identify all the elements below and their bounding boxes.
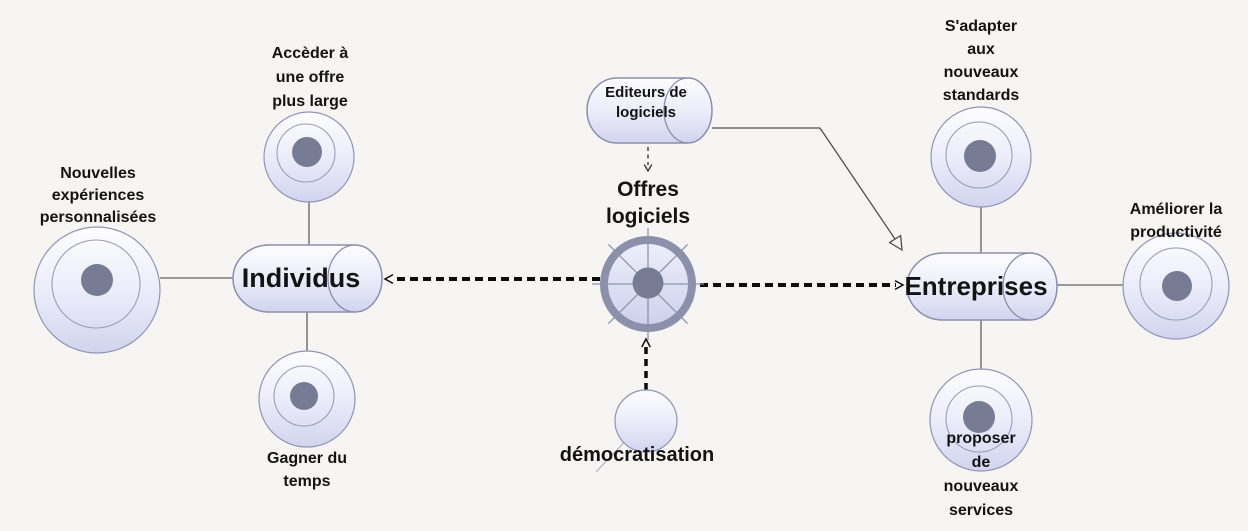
center-dot xyxy=(81,264,113,296)
label-line: logiciels xyxy=(605,205,691,228)
node-ameliorer-circle[interactable] xyxy=(1122,232,1230,340)
node-democratisation-circle[interactable] xyxy=(614,389,678,453)
arrow-editeurs-offres xyxy=(643,147,653,173)
label-line: logiciels xyxy=(615,104,677,121)
inner-ring xyxy=(1139,247,1213,321)
center-dot xyxy=(1162,271,1192,301)
label-line: productivité xyxy=(1130,224,1222,241)
arrow-open-triangle-head xyxy=(888,234,903,252)
node-acceder-circle[interactable] xyxy=(263,111,355,203)
inner-ring xyxy=(51,239,141,329)
label-editeurs-de-logiciels[interactable]: Editeurs de logiciels xyxy=(605,83,687,123)
node-offres-wheel[interactable] xyxy=(592,228,704,340)
label-line: nouveaux xyxy=(943,478,1019,495)
label-line: nouveaux xyxy=(943,64,1019,81)
label-sadapter-standards[interactable]: S'adapter aux nouveaux standards xyxy=(943,15,1019,107)
label-line: services xyxy=(948,502,1014,519)
arrow-down-head xyxy=(643,164,653,173)
label-ameliorer-productivite[interactable]: Améliorer la productivité xyxy=(1130,198,1222,244)
label-nouvelles-experiences[interactable]: Nouvelles expériences personnalisées xyxy=(40,163,157,229)
label-democratisation[interactable]: démocratisation xyxy=(559,444,715,466)
label-line: S'adapter xyxy=(944,18,1018,35)
center-dot xyxy=(963,401,995,433)
center-dot xyxy=(290,382,318,410)
arrow-editeurs-entreprises xyxy=(712,127,903,252)
label-line: une offre xyxy=(275,69,345,86)
cylinder-cap-edge xyxy=(663,77,689,144)
arrow-left-head xyxy=(383,273,394,285)
label-line: personnalisées xyxy=(39,209,157,226)
center-dot xyxy=(964,140,996,172)
label-line: Gagner du xyxy=(266,450,348,467)
arrow-democratisation-offres xyxy=(641,337,651,390)
label-acceder-offre[interactable]: Accèder à une offre plus large xyxy=(272,42,349,114)
label-line: temps xyxy=(283,473,331,490)
inner-ring xyxy=(276,123,336,183)
arrow-right-head xyxy=(894,279,905,291)
node-individus-cylinder[interactable] xyxy=(232,244,383,313)
label-line: aux xyxy=(967,41,995,58)
node-nouvelles-circle[interactable] xyxy=(33,226,161,354)
label-line: Améliorer la xyxy=(1129,201,1223,218)
label-entreprises[interactable]: Entreprises xyxy=(904,271,1048,301)
cylinder-cap-edge xyxy=(327,244,356,313)
label-line: Nouvelles xyxy=(60,165,136,182)
arrow-up-head xyxy=(641,337,651,348)
arrow-editeurs-entreprises-line xyxy=(712,127,896,240)
node-editeurs-cylinder[interactable] xyxy=(586,77,713,144)
label-proposer-services[interactable]: proposer de nouveaux services xyxy=(944,427,1019,523)
inner-ring xyxy=(945,385,1013,453)
label-line: expériences xyxy=(51,187,145,204)
center-dot xyxy=(292,137,322,167)
label-individus[interactable]: Individus xyxy=(241,263,361,293)
node-proposer-circle[interactable] xyxy=(929,368,1033,472)
node-entreprises-cylinder[interactable] xyxy=(906,252,1058,321)
label-line: plus large xyxy=(272,93,348,110)
wheel-hub xyxy=(632,267,664,299)
label-line: de xyxy=(971,454,991,471)
label-line: Accèder à xyxy=(271,45,349,62)
arrow-offres-entreprises xyxy=(700,279,905,291)
inner-ring xyxy=(945,121,1013,189)
label-line: proposer xyxy=(946,430,1016,447)
label-offres-logiciels[interactable]: Offres logiciels xyxy=(606,176,690,230)
label-line: standards xyxy=(942,87,1020,104)
arrow-offres-individus xyxy=(383,273,600,285)
node-sadapter-circle[interactable] xyxy=(930,106,1032,208)
label-line: Offres xyxy=(617,178,679,201)
inner-ring xyxy=(273,365,335,427)
label-line: Editeurs de xyxy=(605,84,687,101)
node-gagner-circle[interactable] xyxy=(258,350,356,448)
label-gagner-du-temps[interactable]: Gagner du temps xyxy=(267,447,347,493)
cylinder-cap-edge xyxy=(1002,252,1031,321)
